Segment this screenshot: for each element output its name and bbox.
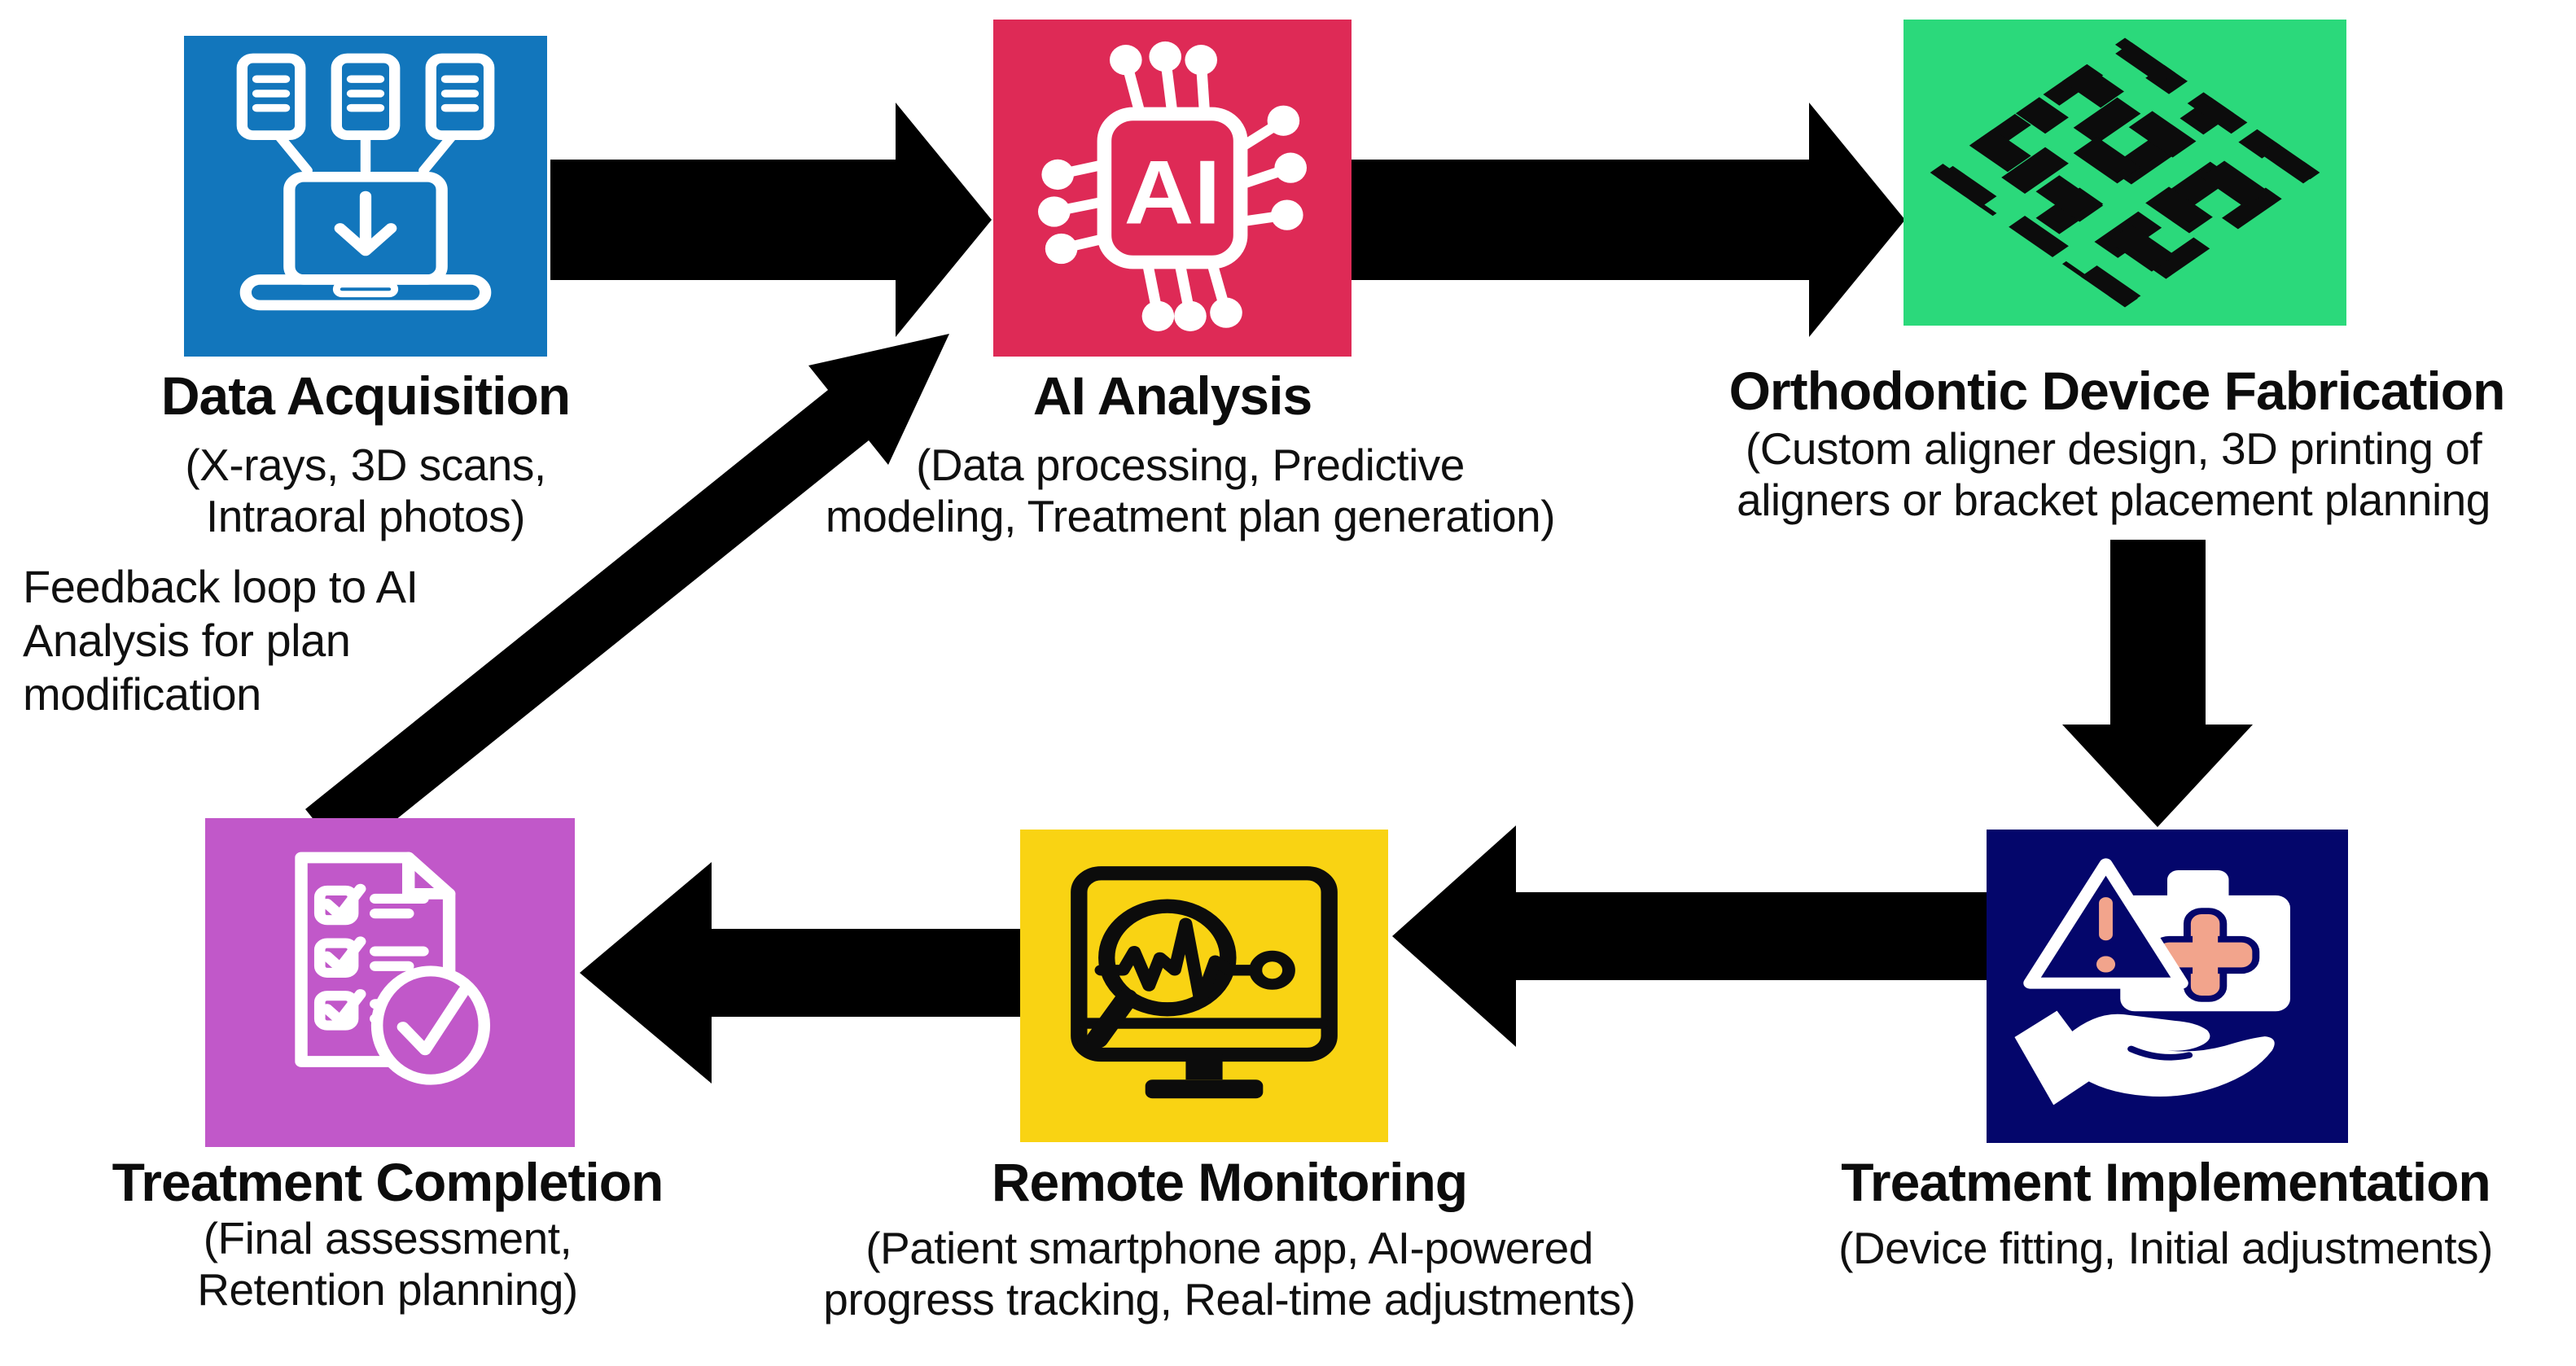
subtitle-line: aligners or bracket placement planning: [1737, 475, 2491, 525]
node-title-ai-analysis: AI Analysis: [1032, 366, 1312, 426]
hand-first-aid-warning-icon: [2014, 858, 2290, 1105]
ai-chip-label: AI: [1124, 142, 1221, 243]
node-title-treatment-implementation: Treatment Implementation: [1841, 1152, 2491, 1212]
node-treatment-implementation: [1987, 830, 2348, 1143]
node-remote-monitoring: [1020, 830, 1388, 1142]
node-title-treatment-completion: Treatment Completion: [112, 1152, 664, 1212]
subtitle-line: (Data processing, Predictive: [916, 440, 1465, 490]
subtitle-line: Intraoral photos): [206, 491, 526, 541]
feedback-loop-note: Feedback loop to AI Analysis for plan mo…: [23, 560, 642, 721]
checklist-check-icon: [295, 852, 491, 1085]
feedback-note-line: modification: [23, 668, 261, 720]
subtitle-line: (X-rays, 3D scans,: [185, 440, 546, 490]
subtitle-line: Retention planning): [197, 1264, 578, 1315]
node-ai-analysis: AI: [993, 20, 1352, 357]
node-subtitle-treatment-implementation: (Device fitting, Initial adjustments): [1636, 1223, 2576, 1274]
woven-pattern-icon: [1930, 37, 2320, 308]
subtitle-line: modeling, Treatment plan generation): [825, 491, 1556, 541]
arrow-feedback-loop-to-ai-analysis: [305, 334, 949, 860]
ai-chip-icon: AI: [1038, 41, 1307, 331]
subtitle-line: progress tracking, Real-time adjustments…: [823, 1274, 1636, 1324]
node-title-orthodontic-device-fabrication: Orthodontic Device Fabrication: [1728, 361, 2506, 421]
node-title-data-acquisition: Data Acquisition: [160, 366, 571, 426]
node-subtitle-orthodontic-device-fabrication: (Custom aligner design, 3D printing of a…: [1584, 423, 2576, 526]
node-title-remote-monitoring: Remote Monitoring: [991, 1152, 1468, 1212]
node-subtitle-data-acquisition: (X-rays, 3D scans, Intraoral photos): [0, 440, 895, 542]
subtitle-line: (Device fitting, Initial adjustments): [1838, 1223, 2493, 1273]
node-orthodontic-device-fabrication: [1904, 20, 2346, 326]
arrow-data-acquisition-to-ai-analysis: [550, 103, 992, 337]
feedback-note-line: Analysis for plan: [23, 615, 351, 666]
arrow-remote-monitoring-to-treatment-completion: [580, 862, 1023, 1084]
node-treatment-completion: [205, 818, 575, 1147]
feedback-note-line: Feedback loop to AI: [23, 561, 418, 612]
node-subtitle-ai-analysis: (Data processing, Predictive modeling, T…: [661, 440, 1720, 542]
subtitle-line: (Patient smartphone app, AI-powered: [865, 1223, 1593, 1273]
node-subtitle-treatment-completion: (Final assessment, Retention planning): [0, 1213, 917, 1316]
arrow-device-fabrication-to-treatment-implementation: [2062, 540, 2253, 827]
subtitle-line: (Final assessment,: [203, 1213, 572, 1263]
documents-download-laptop-icon: [236, 53, 495, 311]
arrow-ai-analysis-to-device-fabrication: [1352, 103, 1905, 337]
arrow-treatment-implementation-to-remote-monitoring: [1392, 825, 1987, 1047]
subtitle-line: (Custom aligner design, 3D printing of: [1745, 423, 2482, 474]
node-subtitle-remote-monitoring: (Patient smartphone app, AI-powered prog…: [700, 1223, 1759, 1325]
node-data-acquisition: [184, 36, 547, 357]
monitor-heartbeat-magnifier-icon: [1071, 866, 1338, 1099]
